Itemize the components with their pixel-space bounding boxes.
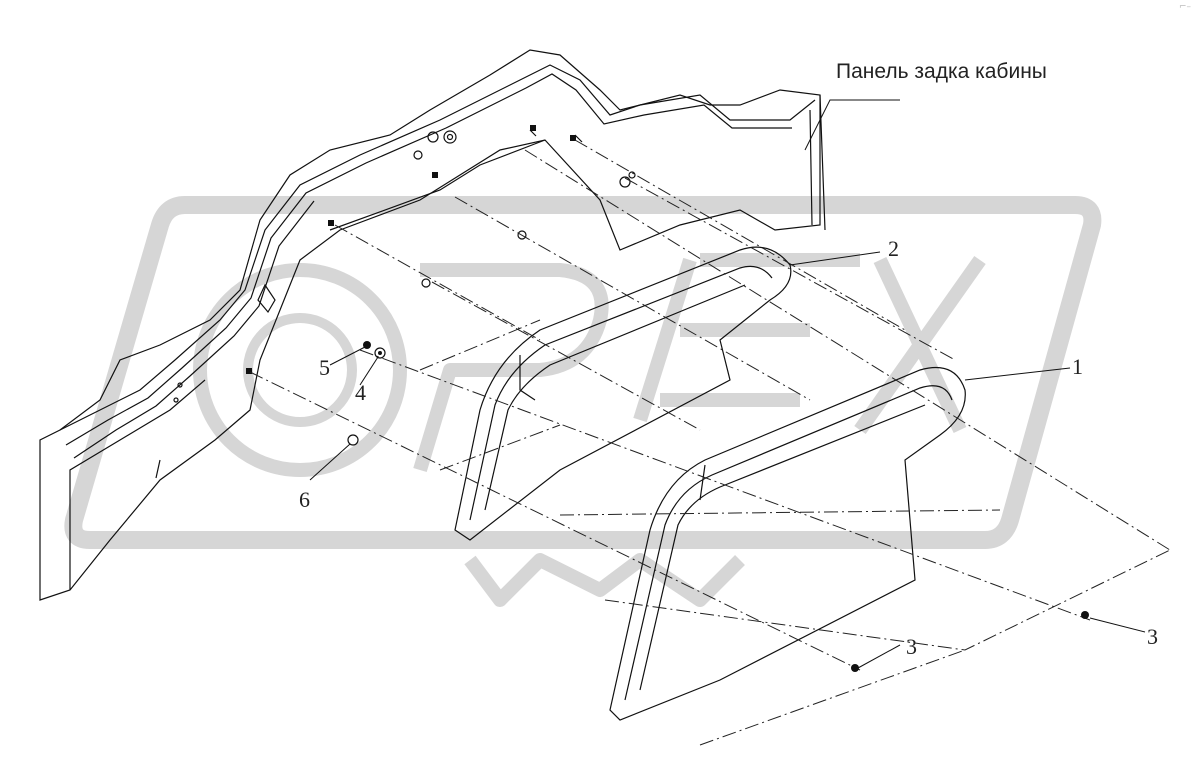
callout-2: 2 — [888, 236, 899, 261]
watermark-logo — [64, 196, 1102, 607]
callout-5: 5 — [319, 355, 330, 380]
callout-6: 6 — [299, 487, 310, 512]
fasteners — [347, 341, 1089, 672]
panel-holes — [173, 130, 636, 403]
callout-3-bottom: 3 — [906, 634, 917, 659]
trim-pad-2 — [454, 246, 792, 541]
construction-lines — [249, 139, 1171, 746]
corner-mark: ⌐– — [1178, 2, 1191, 12]
leader-lines — [309, 99, 1146, 669]
cab-rear-panel — [39, 49, 826, 601]
panel-clips — [246, 125, 576, 374]
trim-pad-1 — [609, 366, 966, 721]
callout-3-right: 3 — [1147, 624, 1158, 649]
panel-title-label: Панель задка кабины — [836, 60, 1047, 83]
callout-1: 1 — [1072, 354, 1083, 379]
callout-4: 4 — [355, 380, 366, 405]
